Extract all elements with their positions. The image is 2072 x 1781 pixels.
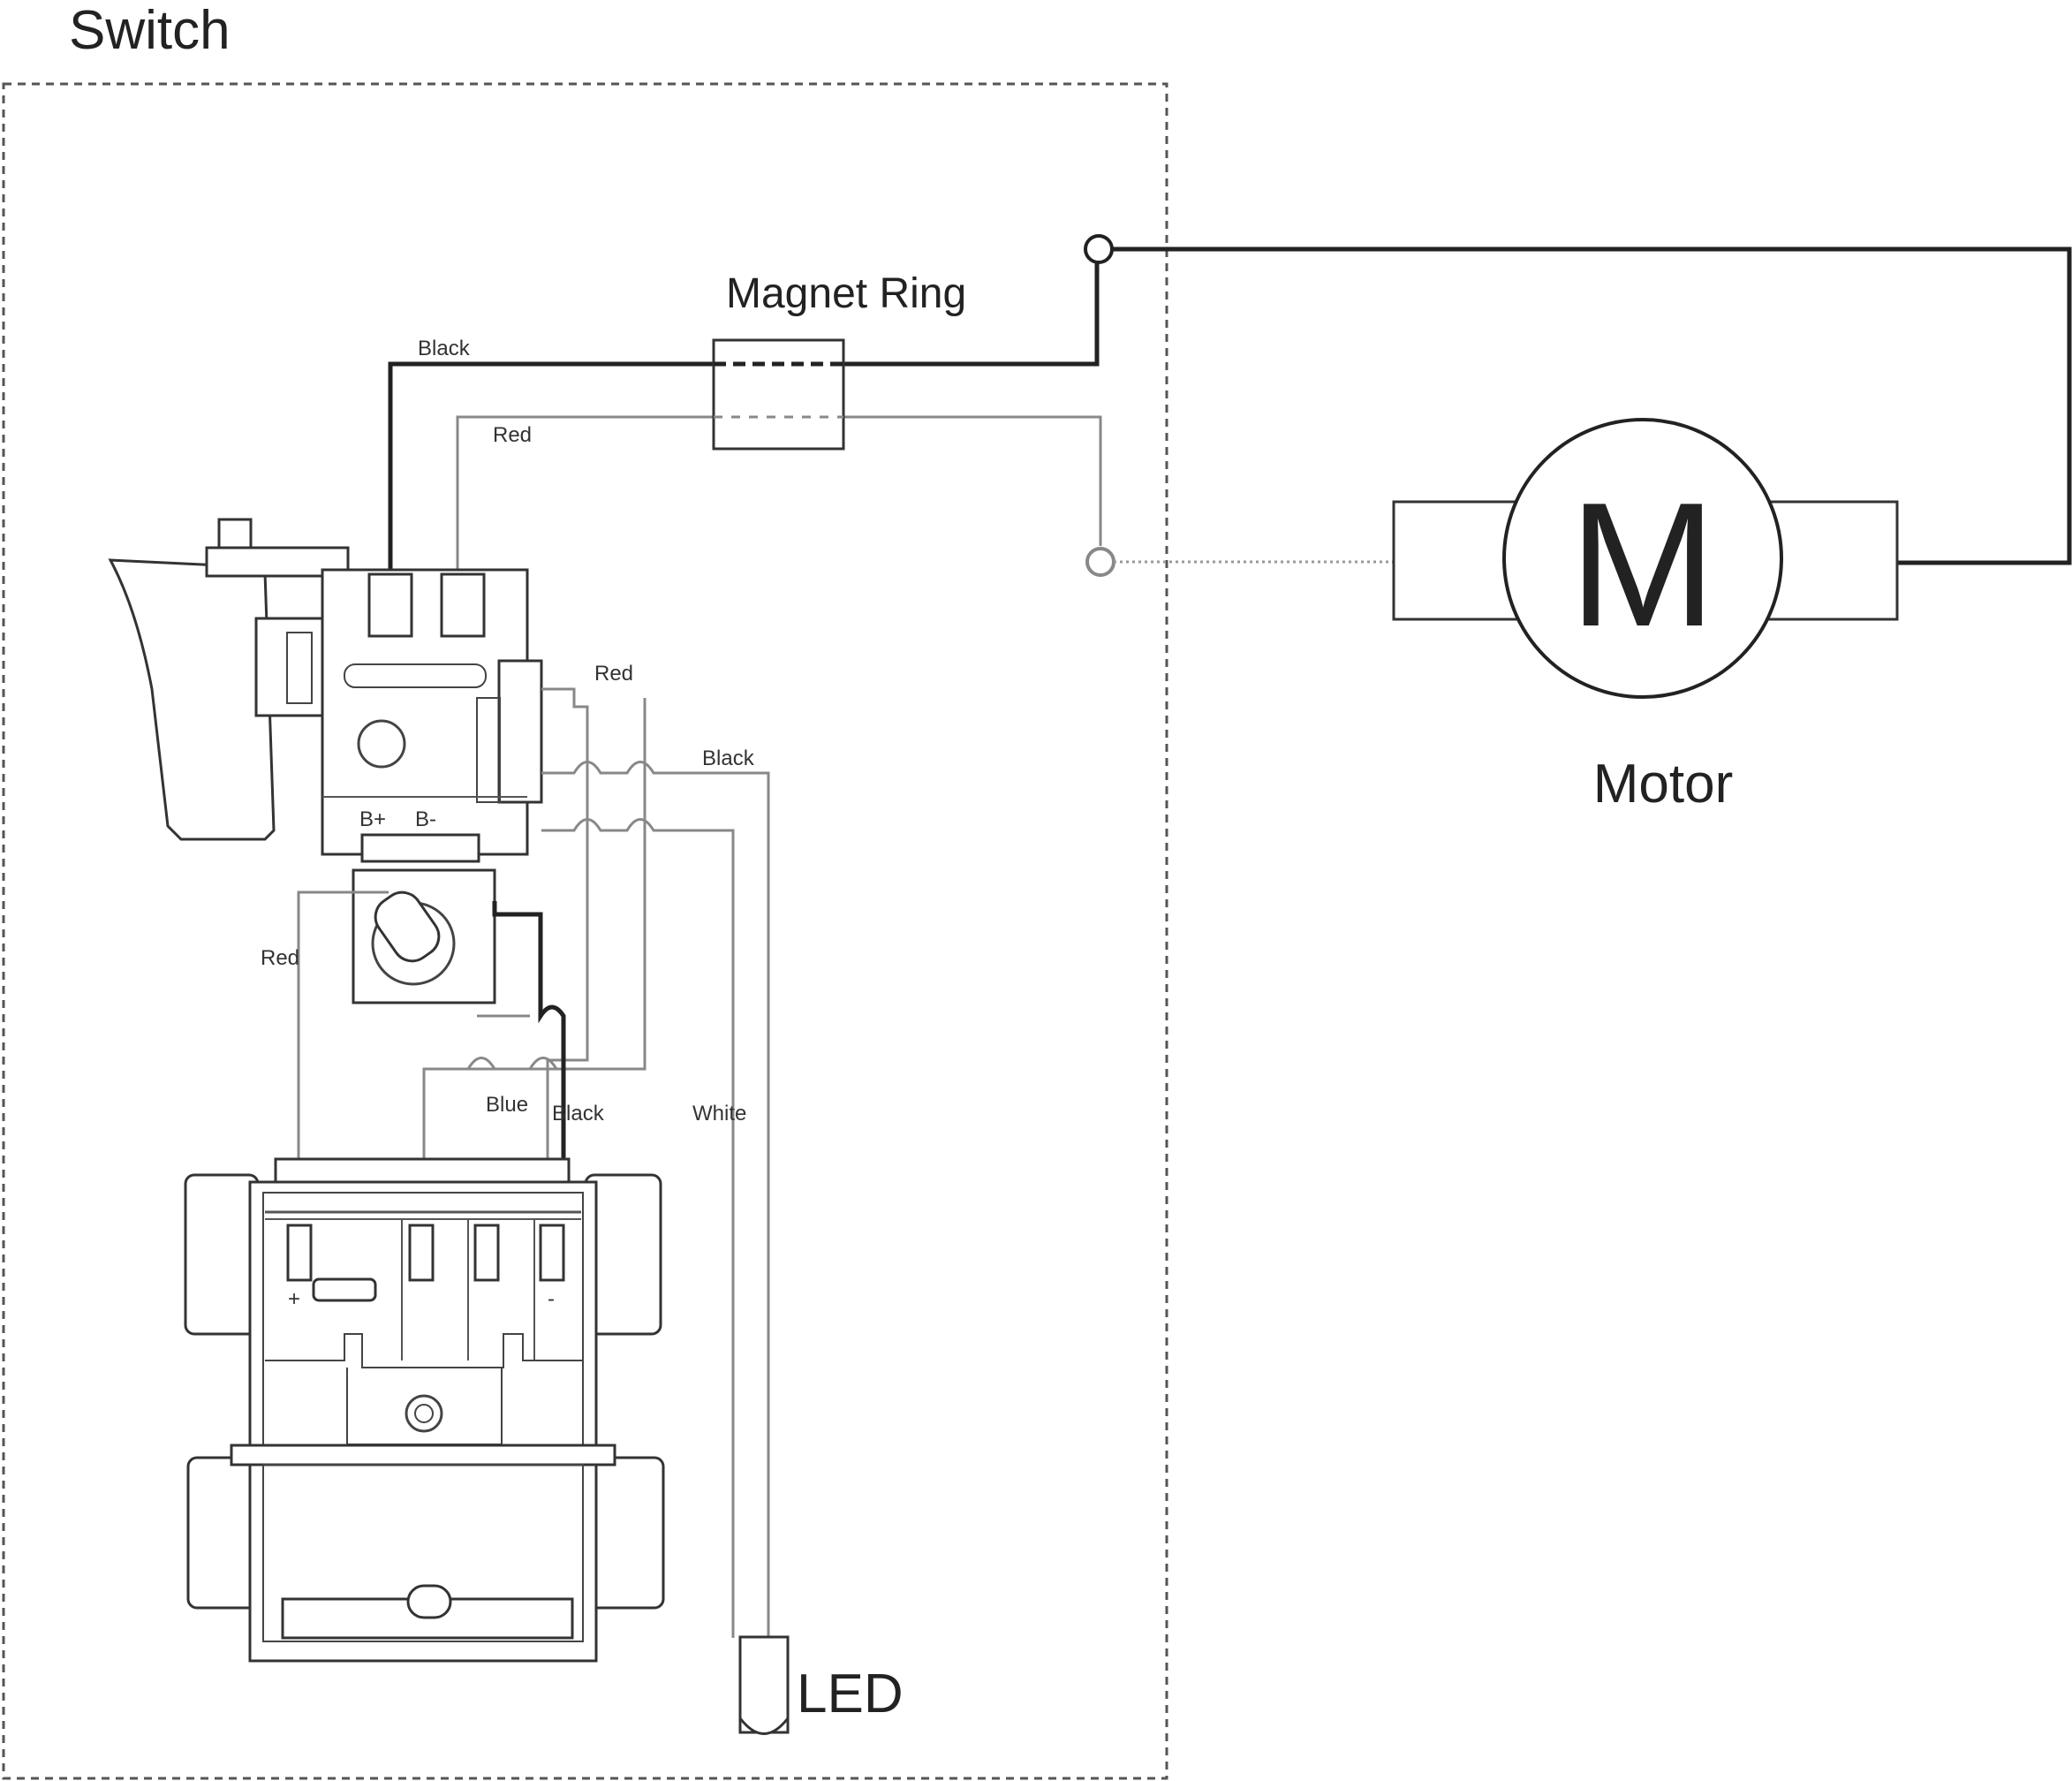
wire-label-red-right: Red (594, 662, 633, 686)
battery-sensor (312, 1277, 377, 1302)
battery-contact-3 (473, 1224, 500, 1282)
battery-grip-tab (406, 1584, 452, 1619)
battery-lower-frame (262, 1464, 584, 1642)
wire-label-black-right: Black (702, 747, 755, 770)
battery-latch-bar (230, 1444, 616, 1466)
battery-contact-2 (408, 1224, 435, 1282)
switch-boundary (2, 82, 1168, 1780)
motor-label: Motor (1593, 754, 1733, 815)
trigger-shaft-inner (286, 632, 313, 704)
wire-label-blue: Blue (486, 1093, 528, 1117)
blue-wire (422, 698, 647, 1215)
terminal-b-plus: B+ (359, 807, 386, 831)
battery-plus-label: + (288, 1287, 300, 1311)
motor-right-brush (1765, 500, 1899, 621)
switch-terminal-right (440, 572, 486, 638)
switch-pot (357, 719, 406, 769)
motor-symbol: M (1569, 466, 1717, 663)
trigger[interactable] (108, 558, 276, 841)
battery-contact-plus (286, 1224, 313, 1282)
motor-wire-top (1112, 246, 2072, 565)
magnet-ring (712, 338, 845, 451)
motor-left-brush (1392, 500, 1519, 621)
switch-chip (476, 697, 501, 803)
wire-label-black-top: Black (418, 337, 471, 360)
led-tip (738, 1705, 790, 1735)
terminal-bar (360, 833, 480, 863)
terminal-b-minus: B- (415, 807, 436, 831)
wire-label-black-bottom: Black (552, 1102, 605, 1125)
led-label: LED (797, 1664, 904, 1724)
switch-bus-lower (541, 818, 735, 1638)
switch-terminal-left (367, 572, 413, 638)
switch-body (321, 568, 529, 856)
wire-label-red-top: Red (493, 423, 532, 447)
motor-body (1502, 418, 1783, 699)
capacitor (374, 890, 441, 963)
magnet-ring-label: Magnet Ring (726, 270, 966, 317)
battery-cutout (265, 1333, 583, 1368)
junction-bottom (1085, 547, 1115, 577)
blue-hop (466, 1057, 558, 1071)
junction-top (1084, 234, 1114, 264)
trigger-shaft (254, 617, 327, 717)
battery-screw-inner (414, 1404, 434, 1423)
switch-side-connector (497, 659, 543, 804)
black-wire-right (541, 761, 770, 1639)
battery-wing-top-left (184, 1173, 260, 1336)
black-wire-bottom (492, 901, 566, 1215)
wire-label-red-left: Red (261, 946, 299, 970)
switch-title: Switch (69, 0, 231, 61)
switch-slot (344, 663, 487, 688)
battery-minus-label: - (548, 1287, 555, 1311)
wire-label-white: White (692, 1102, 746, 1125)
red-wire-left (297, 890, 389, 1219)
battery-contact-minus (539, 1224, 565, 1282)
